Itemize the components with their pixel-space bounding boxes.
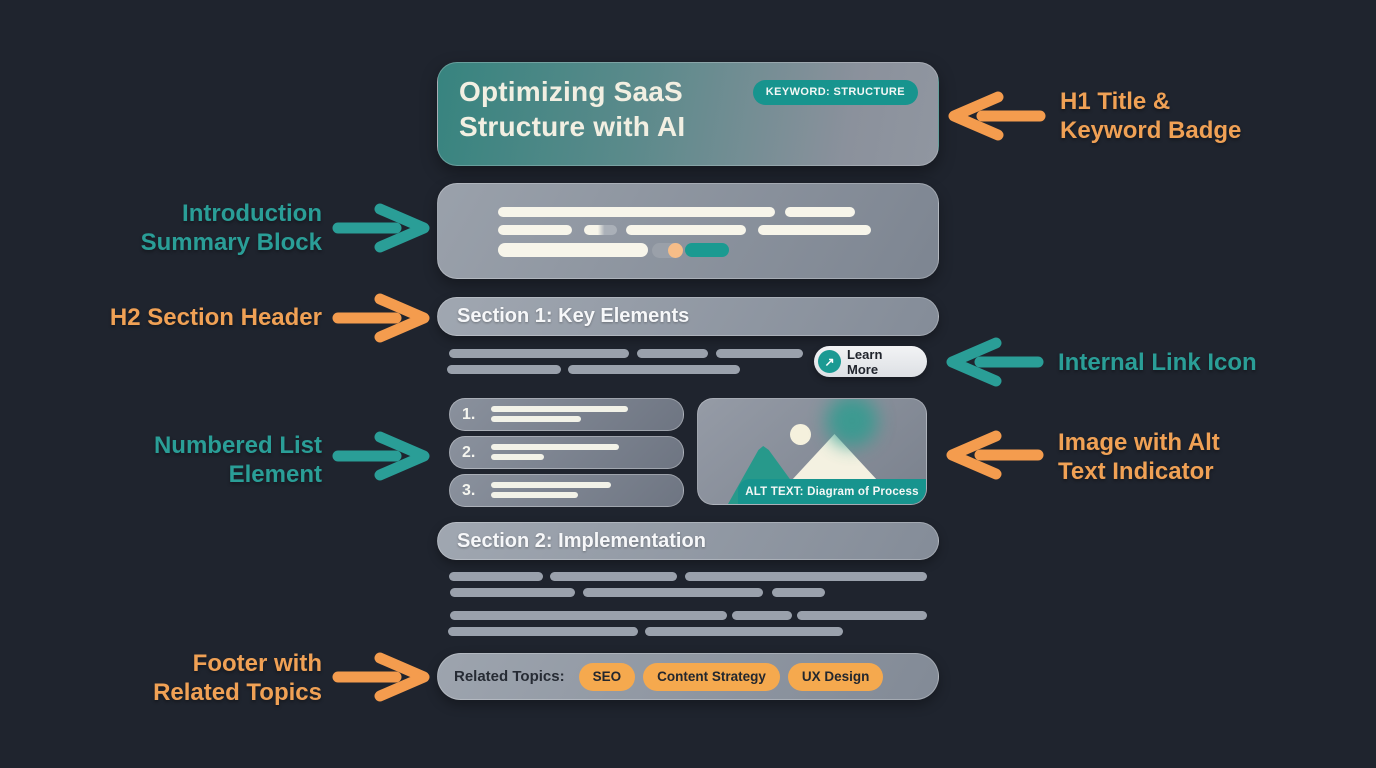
skeleton-bar [785, 207, 855, 217]
skeleton-bar [498, 225, 572, 235]
keyword-badge: KEYWORD: STRUCTURE [752, 80, 918, 105]
annotation-internal-link: Internal Link Icon [1058, 348, 1257, 377]
skeleton-bar [685, 572, 927, 581]
arrow-left-icon [948, 90, 1048, 142]
annotation-line: Keyword Badge [1060, 117, 1242, 144]
section1-title: Section 1: Key Elements [457, 305, 690, 327]
annotation-intro-summary: Introduction Summary Block [80, 199, 322, 257]
skeleton-bar [758, 225, 871, 235]
section1-header: Section 1: Key Elements [437, 297, 939, 336]
arrow-right-icon [330, 430, 430, 482]
numbered-list-item: 2. [449, 436, 684, 469]
list-number: 2. [462, 443, 476, 461]
annotation-line: H2 Section Header [109, 304, 322, 331]
annotation-line: H1 Title & [1060, 88, 1171, 115]
annotation-footer-topics: Footer with Related Topics [80, 649, 322, 707]
numbered-list-item: 3. [449, 474, 684, 507]
skeleton-bar [449, 572, 543, 581]
alt-text-badge: ALT TEXT: Diagram of Process [738, 479, 926, 504]
skeleton-bar [491, 454, 544, 460]
annotation-line: Internal Link Icon [1058, 349, 1257, 376]
list-number: 3. [462, 481, 476, 499]
internal-link-icon: ↗ [818, 350, 841, 373]
arrow-right-icon [330, 292, 430, 344]
skeleton-bar [491, 492, 578, 498]
annotation-h1-title: H1 Title & Keyword Badge [1060, 87, 1241, 145]
skeleton-bar [498, 207, 775, 217]
skeleton-bar [772, 588, 825, 597]
annotation-line: Image with Alt [1058, 429, 1220, 456]
learn-more-button[interactable]: ↗ Learn More [814, 346, 927, 377]
highlight-toggle [652, 243, 683, 258]
skeleton-bar [584, 225, 617, 235]
section2-title: Section 2: Implementation [457, 529, 706, 552]
section2-header: Section 2: Implementation [437, 522, 939, 560]
arrow-right-icon [330, 202, 430, 254]
related-topics-label: Related Topics: [454, 668, 565, 685]
skeleton-bar [645, 627, 843, 636]
skeleton-bar [491, 444, 619, 450]
image-placeholder: ALT TEXT: Diagram of Process [697, 398, 927, 505]
topic-pill-content-strategy[interactable]: Content Strategy [643, 662, 780, 691]
skeleton-bar-accent [685, 243, 729, 257]
annotation-line: Footer with [192, 650, 322, 677]
annotation-h2-header: H2 Section Header [60, 303, 322, 332]
annotation-numbered-list: Numbered List Element [80, 431, 322, 489]
skeleton-bar [491, 406, 628, 412]
skeleton-bar [448, 627, 638, 636]
article-title: Optimizing SaaS Structure with AI [459, 76, 686, 142]
list-number: 1. [462, 405, 476, 423]
glow-decoration [826, 399, 878, 447]
sun-icon [790, 424, 811, 445]
skeleton-bar [450, 611, 727, 620]
skeleton-bar [449, 349, 629, 358]
annotation-image-alt: Image with Alt Text Indicator [1058, 428, 1220, 486]
skeleton-bar [716, 349, 803, 358]
arrow-left-icon [946, 429, 1046, 481]
skeleton-bar [637, 349, 708, 358]
skeleton-bar [447, 365, 561, 374]
annotation-line: Numbered List [153, 432, 322, 459]
learn-more-label: Learn More [846, 346, 883, 377]
annotation-line: Introduction [182, 200, 322, 227]
skeleton-bar [498, 243, 648, 257]
h1-title-card: Optimizing SaaS Structure with AI KEYWOR… [437, 62, 939, 166]
skeleton-bar [491, 416, 581, 422]
skeleton-bar [568, 365, 740, 374]
skeleton-bar [732, 611, 792, 620]
numbered-list-item: 1. [449, 398, 684, 431]
skeleton-bar [550, 572, 677, 581]
skeleton-bar [450, 588, 575, 597]
toggle-dot-icon [668, 243, 683, 258]
skeleton-bar [626, 225, 746, 235]
arrow-left-icon [946, 336, 1046, 388]
topic-pill-ux-design[interactable]: UX Design [787, 662, 884, 691]
annotation-line: Summary Block [140, 229, 322, 256]
annotation-line: Text Indicator [1058, 458, 1214, 485]
footer-related-topics: Related Topics: SEO Content Strategy UX … [437, 653, 939, 700]
skeleton-bar [797, 611, 927, 620]
skeleton-bar [583, 588, 763, 597]
topic-pill-seo[interactable]: SEO [578, 662, 636, 691]
annotation-line: Related Topics [153, 679, 322, 706]
skeleton-bar [491, 482, 611, 488]
intro-summary-card [437, 183, 939, 279]
arrow-right-icon [330, 651, 430, 703]
annotation-line: Element [228, 461, 322, 488]
